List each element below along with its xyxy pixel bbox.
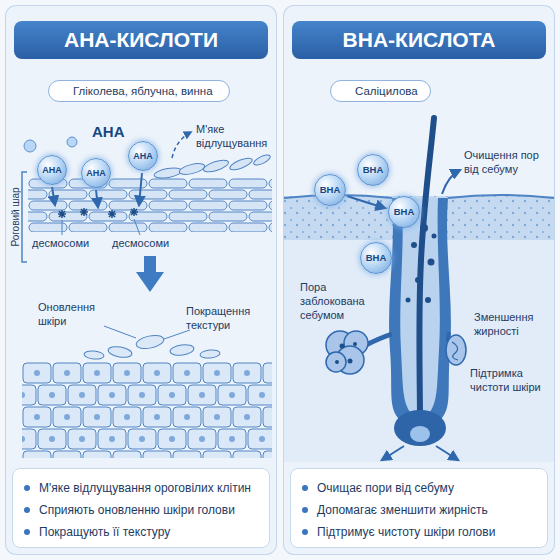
hair-bulb <box>394 410 446 446</box>
acid-molecule: АНА <box>37 155 67 185</box>
shedding-flakes <box>228 156 253 172</box>
annotation-label: Роговий шар <box>8 187 22 246</box>
loose-cells <box>107 345 132 359</box>
clogged-gland <box>366 334 392 345</box>
clogged-gland <box>326 352 346 372</box>
pill-text: Саліцилова <box>355 81 418 101</box>
benefit-item: Покращують її текстуру <box>39 521 263 543</box>
annotation-label: Зменшення жирності <box>474 310 550 338</box>
annotation-label: АНА <box>92 123 125 141</box>
stratum-corneum <box>28 178 272 232</box>
sebum-plug <box>428 259 435 266</box>
hair-bulb <box>394 410 446 446</box>
clogged-gland <box>348 359 353 364</box>
desmosome-symbols <box>108 210 116 218</box>
exfoliation-arrow <box>172 132 191 158</box>
flow-arrows <box>442 170 460 194</box>
acid-molecule: ВНА <box>314 174 346 206</box>
leader-lines <box>134 219 140 235</box>
small-molecules <box>67 137 77 147</box>
benefit-list-box: Очищає пори від себумуДопомагає зменшити… <box>290 468 548 548</box>
annotation-label: Підтримка чистоти шкіри <box>470 366 552 394</box>
shedding-flakes <box>252 153 271 167</box>
sebum-plug <box>432 234 437 239</box>
molecule-text: ВНА <box>394 207 415 217</box>
shedding-flakes <box>153 166 182 180</box>
leader-lines <box>164 330 190 339</box>
annotation-label: десмосоми <box>32 236 89 250</box>
shedding-flakes <box>202 158 230 175</box>
molecule-text: АНА <box>42 166 62 175</box>
annotation-label: Оновлення шкіри <box>38 300 110 328</box>
sebum-plug <box>406 298 411 303</box>
acid-molecule: ВНА <box>388 196 420 228</box>
leader-lines <box>104 326 136 338</box>
acid-panel: АНА-КИСЛОТИ Гліколева, яблучна, виннаАНА А… <box>6 6 276 554</box>
leader-lines <box>62 220 63 235</box>
benefit-item: Підтримує чистоту шкіри голови <box>317 521 541 543</box>
acid-panel: ВНА-КИСЛОТА СаліциловаВНА ВНА ВНА ВНА Очищає … <box>284 6 554 554</box>
molecule-text: ВНА <box>320 185 341 195</box>
loose-cells <box>135 333 165 351</box>
acid-molecule: ВНА <box>357 154 389 186</box>
flow-arrows <box>436 446 458 460</box>
annotation-label: Очищення пор від себуму <box>464 148 550 176</box>
molecule-text: ВНА <box>363 165 384 175</box>
panel-heading: ВНА-КИСЛОТА <box>292 21 546 59</box>
clogged-gland <box>340 344 345 349</box>
annotation-label: Покращення текстури <box>186 304 268 332</box>
shedding-flakes <box>153 153 271 180</box>
sebum-plug <box>425 297 431 303</box>
pill-text: Гліколева, яблучна, винна <box>73 81 213 101</box>
penetration-arrows <box>96 190 98 207</box>
loose-cells <box>84 350 105 360</box>
benefit-list-box: М'яке відлущування ороговілих клітинСпри… <box>12 468 270 548</box>
panel-heading: АНА-КИСЛОТИ <box>14 21 268 59</box>
molecule-text: АНА <box>86 169 106 178</box>
clean-gland <box>446 332 466 365</box>
renewed-skin-layer <box>22 362 272 458</box>
annotation-label: М'яке відлущування <box>196 122 274 150</box>
flow-arrows <box>382 446 404 460</box>
shedding-flakes <box>178 161 205 176</box>
benefit-item: Очищає пори від себуму <box>317 477 541 499</box>
layer-bracket <box>22 172 27 262</box>
clogged-gland <box>353 342 357 346</box>
acid-molecule: ВНА <box>360 242 392 274</box>
molecule-text: ВНА <box>366 253 387 263</box>
hair-bulb <box>410 426 430 442</box>
desmosome-symbols <box>58 210 66 218</box>
clean-gland <box>452 342 458 360</box>
clogged-gland <box>326 331 392 374</box>
small-molecules <box>24 140 36 152</box>
benefit-item: М'яке відлущування ороговілих клітин <box>39 477 263 499</box>
desmosome-symbols <box>58 208 138 218</box>
loose-cells <box>84 333 221 360</box>
desmosome-symbols <box>130 208 138 216</box>
sebum-plug <box>411 242 417 248</box>
loose-cells <box>169 343 194 356</box>
clogged-gland <box>335 360 339 364</box>
benefit-item: Сприяють оновленню шкіри голови <box>39 499 263 521</box>
renewal-arrow <box>136 256 164 292</box>
penetration-arrows <box>52 187 55 205</box>
annotation-label: десмосоми <box>112 236 169 250</box>
molecule-text: АНА <box>133 152 153 161</box>
small-molecules <box>24 137 77 152</box>
benefit-item: Допомагає зменшити жирність <box>317 499 541 521</box>
acid-type-pill: Саліцилова <box>330 80 431 102</box>
acid-type-pill: Гліколева, яблучна, винна <box>48 80 230 102</box>
penetration-arrows <box>139 173 142 205</box>
acid-molecule: АНА <box>128 141 158 171</box>
loose-cells <box>200 349 221 359</box>
annotation-label: Пора заблокована себумом <box>300 280 376 322</box>
flow-arrows <box>347 170 460 460</box>
desmosome-symbols <box>80 208 88 216</box>
hair-shaft <box>419 118 434 420</box>
flow-arrows <box>347 196 385 208</box>
clean-gland <box>446 335 466 365</box>
acid-molecule: АНА <box>81 158 111 188</box>
